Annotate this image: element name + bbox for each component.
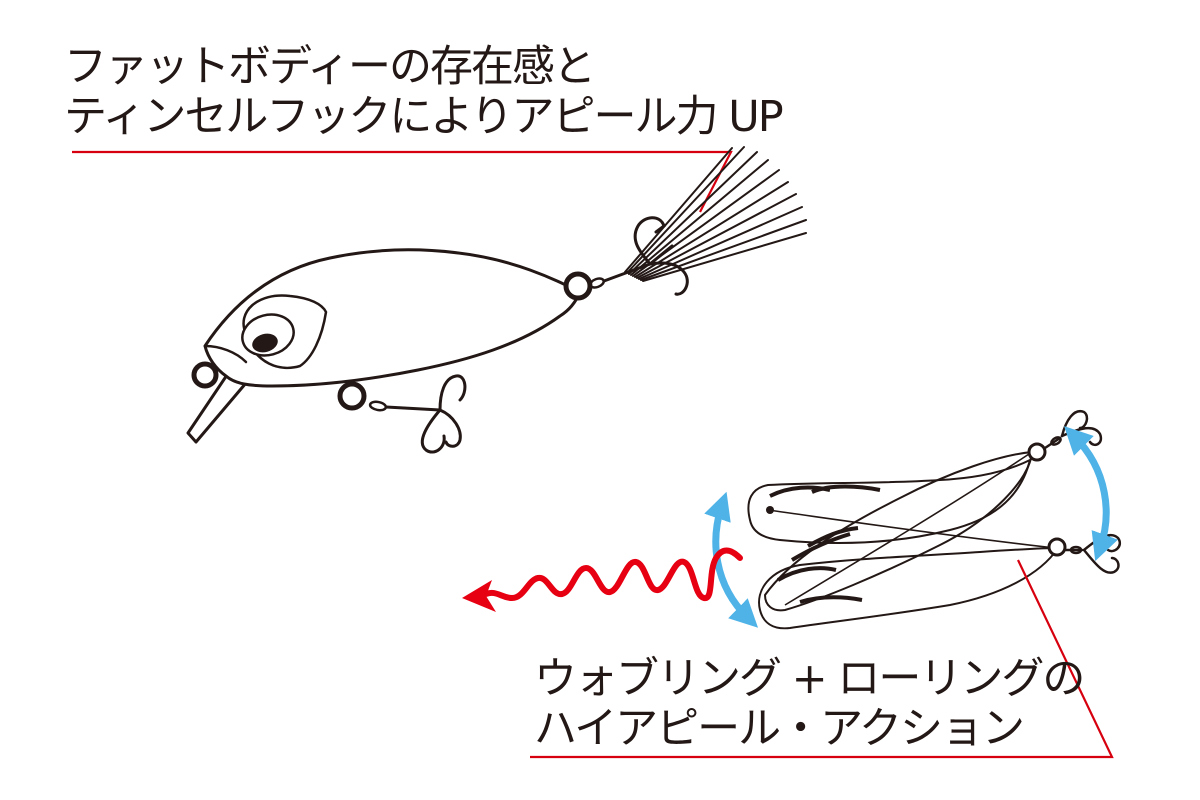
swim-direction-arrowhead (462, 580, 496, 612)
rear-ring-lower (1047, 537, 1067, 557)
bottom-caption: ウォブリング + ローリングの ハイアピール・アクション (534, 654, 1085, 754)
bottom-caption-line-1: ウォブリング + ローリングの (534, 654, 1085, 704)
wobble-arrow-left (704, 491, 759, 628)
belly-split-ring (337, 381, 367, 411)
rear-split-ring (563, 271, 593, 301)
swim-direction-arrow (483, 547, 743, 602)
fat-body-lure (186, 248, 593, 444)
front-line-tie-ring (191, 361, 219, 389)
lure-pupil (252, 333, 278, 353)
top-caption-leader-line (72, 150, 733, 213)
bottom-caption-leader-line (530, 559, 1114, 759)
rear-treble-hook (589, 216, 689, 296)
roll-arrow-right (1064, 426, 1118, 562)
top-caption: ファットボディーの存在感と ティンセルフックによりアピール力 UP (64, 42, 784, 142)
top-caption-line-2: ティンセルフックによりアピール力 UP (64, 92, 784, 142)
bottom-caption-line-2: ハイアピール・アクション (534, 704, 1025, 754)
belly-treble-hook (368, 374, 467, 454)
rear-ring-upper (1027, 442, 1047, 462)
top-caption-line-1: ファットボディーの存在感と (64, 42, 596, 92)
rolling-lure-ghost (747, 442, 1067, 630)
